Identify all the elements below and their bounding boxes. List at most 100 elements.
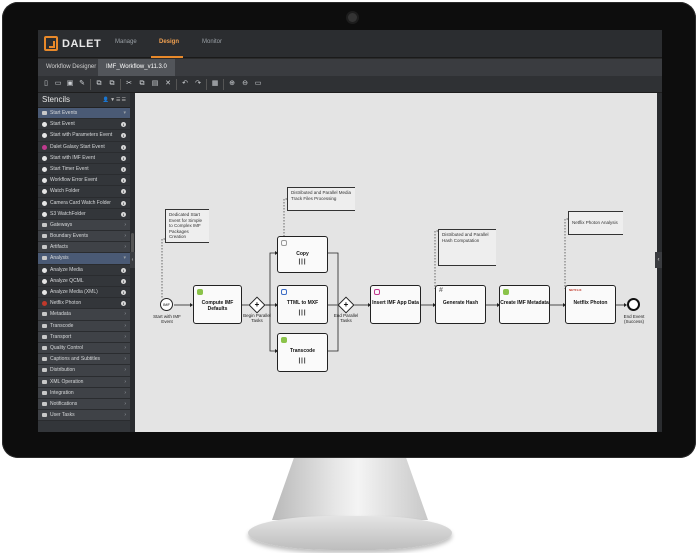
cut-icon[interactable]: ✂ — [126, 80, 132, 87]
task-label: Copy — [296, 251, 309, 257]
stencil-item[interactable]: Analyze Media (XML)i — [38, 287, 130, 299]
category-icon — [42, 334, 47, 339]
new-icon[interactable]: ▯ — [44, 80, 48, 87]
category-icon — [42, 256, 47, 261]
stencil-category[interactable]: Captions and Subtitles› — [38, 354, 130, 366]
stencil-category[interactable]: Analysis▾ — [38, 253, 130, 265]
end-event[interactable] — [627, 298, 640, 311]
stencil-category[interactable]: Boundary Events› — [38, 231, 130, 243]
app-screen: DALET Manage Design Monitor Workflow Des… — [38, 30, 662, 432]
info-icon[interactable]: i — [121, 189, 126, 195]
task-create-imf-metadata[interactable]: Create IMF Metadata — [499, 285, 550, 324]
paste-icon[interactable]: ▤ — [151, 80, 159, 87]
task-insert-imf-app-data[interactable]: Insert IMF App Data — [370, 285, 421, 324]
stencil-category[interactable]: Gateways› — [38, 219, 130, 232]
toolbar-separator — [206, 79, 207, 90]
tab-workflow-designer[interactable]: Workflow Designer — [46, 64, 97, 70]
stencil-category[interactable]: XML Operation› — [38, 376, 130, 388]
stencil-label: Start Event — [50, 121, 75, 128]
info-icon[interactable]: i — [121, 200, 126, 206]
nav-design[interactable]: Design — [159, 39, 180, 45]
info-icon[interactable]: i — [121, 155, 126, 161]
properties-icon[interactable]: ▦ — [211, 80, 219, 87]
paste-page-icon[interactable]: ⧉ — [109, 80, 115, 87]
stencil-category[interactable]: Distribution› — [38, 365, 130, 377]
start-imf-event[interactable]: IMF — [160, 298, 173, 311]
category-icon — [42, 390, 47, 395]
collapse-left-icon[interactable]: ‹ — [130, 252, 135, 268]
stencil-category[interactable]: Artifacts› — [38, 242, 130, 254]
delete-icon[interactable]: ✕ — [165, 80, 171, 87]
edit-icon[interactable]: ✎ — [79, 80, 85, 87]
collapse-right-icon[interactable]: ‹ — [655, 252, 662, 268]
info-icon[interactable]: i — [121, 267, 126, 273]
stencil-category[interactable]: Integration› — [38, 387, 130, 399]
task-generate-hash[interactable]: # Generate Hash — [435, 285, 486, 324]
stencil-category[interactable]: User Tasks› — [38, 410, 130, 422]
save-icon[interactable]: ▣ — [66, 80, 74, 87]
chevron-icon: ▾ — [123, 110, 126, 116]
zoom-out-icon[interactable]: ⊖ — [242, 80, 248, 87]
task-copy[interactable]: Copy ||| — [277, 236, 328, 273]
stencil-category[interactable]: Metadata› — [38, 309, 130, 321]
open-icon[interactable]: ▭ — [54, 80, 62, 87]
copy-page-icon[interactable]: ⧉ — [96, 80, 102, 87]
annotation-hash[interactable]: Distributed and Parallel Hash Computatio… — [438, 229, 496, 266]
dalet-logo[interactable]: DALET — [44, 36, 101, 51]
info-icon[interactable]: i — [121, 144, 126, 150]
stencil-category[interactable]: Transcode› — [38, 320, 130, 332]
annotation-photon[interactable]: Netflix Photon Analysis — [568, 211, 623, 235]
stencils-title: Stencils — [42, 95, 71, 104]
annotation-start[interactable]: Dedicated Start Event for Simple to Comp… — [165, 209, 209, 243]
zoom-in-icon[interactable]: ⊕ — [229, 80, 235, 87]
task-netflix-photon[interactable]: NETFLIX Netflix Photon — [565, 285, 616, 324]
task-compute-imf-defaults[interactable]: Compute IMF Defaults — [193, 285, 242, 324]
stencil-category[interactable]: Notifications› — [38, 398, 130, 411]
category-icon — [42, 401, 47, 406]
stencil-item[interactable]: Start Event i — [38, 119, 130, 131]
annotation-parallel-media[interactable]: Distributed and Parallel Media Track Fil… — [287, 187, 355, 211]
tab-imf-workflow[interactable]: IMF_Workflow_v11.3.0 — [98, 59, 175, 76]
info-icon[interactable]: i — [121, 211, 126, 217]
end-gateway-label: End Parallel Tasks — [333, 313, 359, 323]
stencils-tools[interactable]: 👤▼☰☰ — [102, 97, 127, 103]
active-nav-indicator — [151, 56, 183, 58]
info-icon[interactable]: i — [121, 122, 126, 128]
nav-manage[interactable]: Manage — [115, 39, 137, 45]
info-icon[interactable]: i — [121, 278, 126, 284]
stencil-category[interactable]: Start Events▾ — [38, 108, 130, 120]
info-icon[interactable]: i — [121, 166, 126, 172]
redo-icon[interactable]: ↷ — [195, 80, 201, 87]
task-label: Insert IMF App Data — [372, 300, 419, 306]
fit-screen-icon[interactable]: ▭ — [254, 80, 262, 87]
begin-gateway-label: Begin Parallel Tasks — [243, 313, 271, 323]
task-transcode[interactable]: Transcode ||| — [277, 333, 328, 372]
multi-instance-icon: ||| — [298, 310, 307, 316]
workflow-canvas[interactable]: Dedicated Start Event for Simple to Comp… — [135, 93, 657, 432]
undo-icon[interactable]: ↶ — [182, 80, 188, 87]
stencil-category[interactable]: Transport› — [38, 331, 130, 343]
connector-layer — [161, 198, 627, 353]
copy-icon[interactable]: ⧉ — [139, 80, 145, 87]
info-icon[interactable]: i — [121, 301, 126, 307]
subprocess-icon — [281, 240, 287, 246]
info-icon[interactable]: i — [121, 133, 126, 139]
nav-monitor[interactable]: Monitor — [202, 39, 223, 45]
stencil-category[interactable]: Quality Control› — [38, 342, 130, 355]
task-ttml-to-mxf[interactable]: TTML to MXF ||| — [277, 285, 328, 324]
info-icon[interactable]: i — [121, 178, 126, 184]
info-icon[interactable]: i — [121, 290, 126, 295]
stencil-icon — [42, 189, 47, 195]
